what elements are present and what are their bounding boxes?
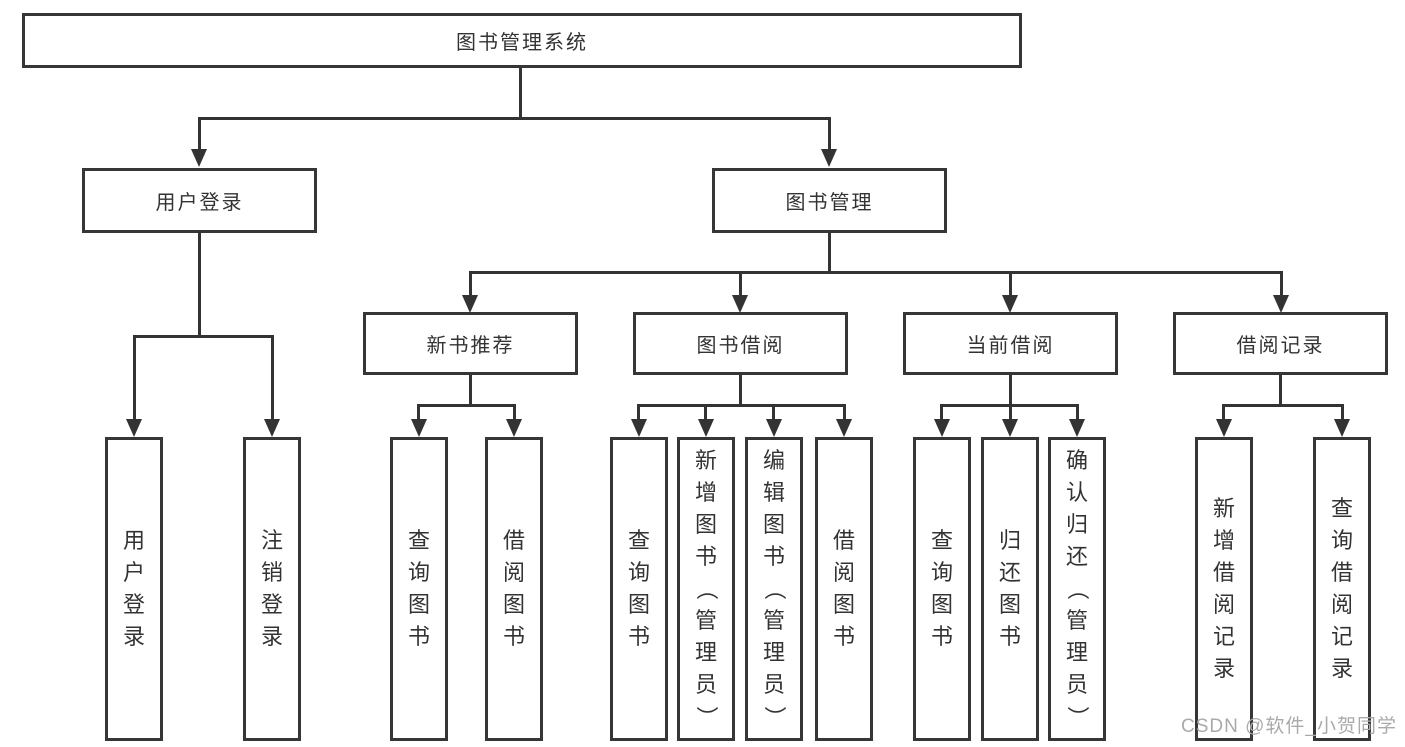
connector-line xyxy=(417,404,516,407)
leaf-confirm-return-admin: 确认归还（管理员） xyxy=(1048,437,1106,741)
leaf-edit-book-admin: 编辑图书（管理员） xyxy=(745,437,803,741)
leaf-add-borrow-record: 新增借阅记录 xyxy=(1195,437,1253,741)
node-new-book-recommend: 新书推荐 xyxy=(363,312,578,375)
connector-line xyxy=(637,404,640,420)
connector-line xyxy=(1279,375,1282,406)
leaf-edit-book-admin-label: 编辑图书（管理员） xyxy=(761,448,787,729)
connector-line xyxy=(739,375,742,406)
connector-line xyxy=(519,68,522,118)
node-user-login-group-label: 用户登录 xyxy=(155,192,244,214)
watermark-text: CSDN @软件_小贺同学 xyxy=(1181,716,1397,737)
leaf-logout: 注销登录 xyxy=(243,437,301,741)
connector-line xyxy=(637,404,846,407)
leaf-recommend-borrow-book-label: 借阅图书 xyxy=(502,528,525,649)
arrow-down-icon xyxy=(836,419,852,437)
arrow-down-icon xyxy=(766,419,782,437)
connector-line xyxy=(940,404,943,420)
connector-line xyxy=(843,404,846,420)
leaf-logout-label: 注销登录 xyxy=(260,528,283,649)
connector-line xyxy=(469,271,472,296)
node-book-borrow: 图书借阅 xyxy=(633,312,848,375)
leaf-borrow-book: 借阅图书 xyxy=(815,437,873,741)
node-current-borrow: 当前借阅 xyxy=(903,312,1118,375)
connector-line xyxy=(198,117,831,120)
node-borrow-records-label: 借阅记录 xyxy=(1236,335,1325,357)
connector-line xyxy=(1009,404,1012,420)
arrow-down-icon xyxy=(506,419,522,437)
connector-line xyxy=(1009,375,1012,406)
connector-line xyxy=(417,404,420,420)
arrow-down-icon xyxy=(264,419,280,437)
leaf-borrow-query-book-label: 查询图书 xyxy=(627,528,650,649)
leaf-add-borrow-record-label: 新增借阅记录 xyxy=(1212,496,1235,681)
arrow-down-icon xyxy=(126,419,142,437)
connector-line xyxy=(1076,404,1079,420)
leaf-current-query-book: 查询图书 xyxy=(913,437,971,741)
node-book-management: 图书管理 xyxy=(712,168,947,233)
leaf-add-book-admin-label: 新增图书（管理员） xyxy=(693,448,719,729)
leaf-query-borrow-record-label: 查询借阅记录 xyxy=(1330,496,1353,681)
connector-line xyxy=(198,117,201,151)
connector-line xyxy=(1280,271,1283,296)
leaf-user-login: 用户登录 xyxy=(105,437,163,741)
arrow-down-icon xyxy=(631,419,647,437)
node-current-borrow-label: 当前借阅 xyxy=(966,335,1055,357)
arrow-down-icon xyxy=(934,419,950,437)
connector-line xyxy=(198,232,201,338)
leaf-borrow-query-book: 查询图书 xyxy=(610,437,668,741)
node-new-book-recommend-label: 新书推荐 xyxy=(426,335,515,357)
connector-line xyxy=(271,335,274,419)
leaf-borrow-book-label: 借阅图书 xyxy=(832,528,855,649)
leaf-recommend-query-book-label: 查询图书 xyxy=(407,528,430,649)
node-library-system: 图书管理系统 xyxy=(22,13,1022,68)
arrow-down-icon xyxy=(821,149,837,167)
node-book-borrow-label: 图书借阅 xyxy=(696,335,785,357)
leaf-add-book-admin: 新增图书（管理员） xyxy=(677,437,735,741)
leaf-recommend-borrow-book: 借阅图书 xyxy=(485,437,543,741)
arrow-down-icon xyxy=(1069,419,1085,437)
arrow-down-icon xyxy=(1002,419,1018,437)
leaf-current-query-book-label: 查询图书 xyxy=(930,528,953,649)
connector-line xyxy=(772,404,775,420)
connector-line xyxy=(1222,404,1344,407)
connector-line xyxy=(1341,404,1344,420)
leaf-return-book-label: 归还图书 xyxy=(998,528,1021,649)
arrow-down-icon xyxy=(191,149,207,167)
arrow-down-icon xyxy=(1216,419,1232,437)
connector-line xyxy=(739,271,742,296)
connector-line xyxy=(513,404,516,420)
connector-line xyxy=(469,271,1282,274)
leaf-recommend-query-book: 查询图书 xyxy=(390,437,448,741)
node-user-login-group: 用户登录 xyxy=(82,168,317,233)
node-book-management-label: 图书管理 xyxy=(785,192,874,214)
connector-line xyxy=(828,117,831,151)
arrow-down-icon xyxy=(1273,295,1289,313)
connector-line xyxy=(704,404,707,420)
arrow-down-icon xyxy=(411,419,427,437)
leaf-user-login-label: 用户登录 xyxy=(122,528,145,649)
arrow-down-icon xyxy=(462,295,478,313)
leaf-query-borrow-record: 查询借阅记录 xyxy=(1313,437,1371,741)
node-borrow-records: 借阅记录 xyxy=(1173,312,1388,375)
arrow-down-icon xyxy=(698,419,714,437)
leaf-confirm-return-admin-label: 确认归还（管理员） xyxy=(1064,448,1090,729)
leaf-return-book: 归还图书 xyxy=(981,437,1039,741)
arrow-down-icon xyxy=(732,295,748,313)
connector-line xyxy=(133,335,136,419)
connector-line xyxy=(1009,271,1012,296)
arrow-down-icon xyxy=(1002,295,1018,313)
arrow-down-icon xyxy=(1334,419,1350,437)
connector-line xyxy=(1222,404,1225,420)
node-library-system-label: 图书管理系统 xyxy=(456,32,588,54)
connector-line xyxy=(133,335,274,338)
connector-line xyxy=(828,233,831,274)
connector-line xyxy=(469,375,472,406)
